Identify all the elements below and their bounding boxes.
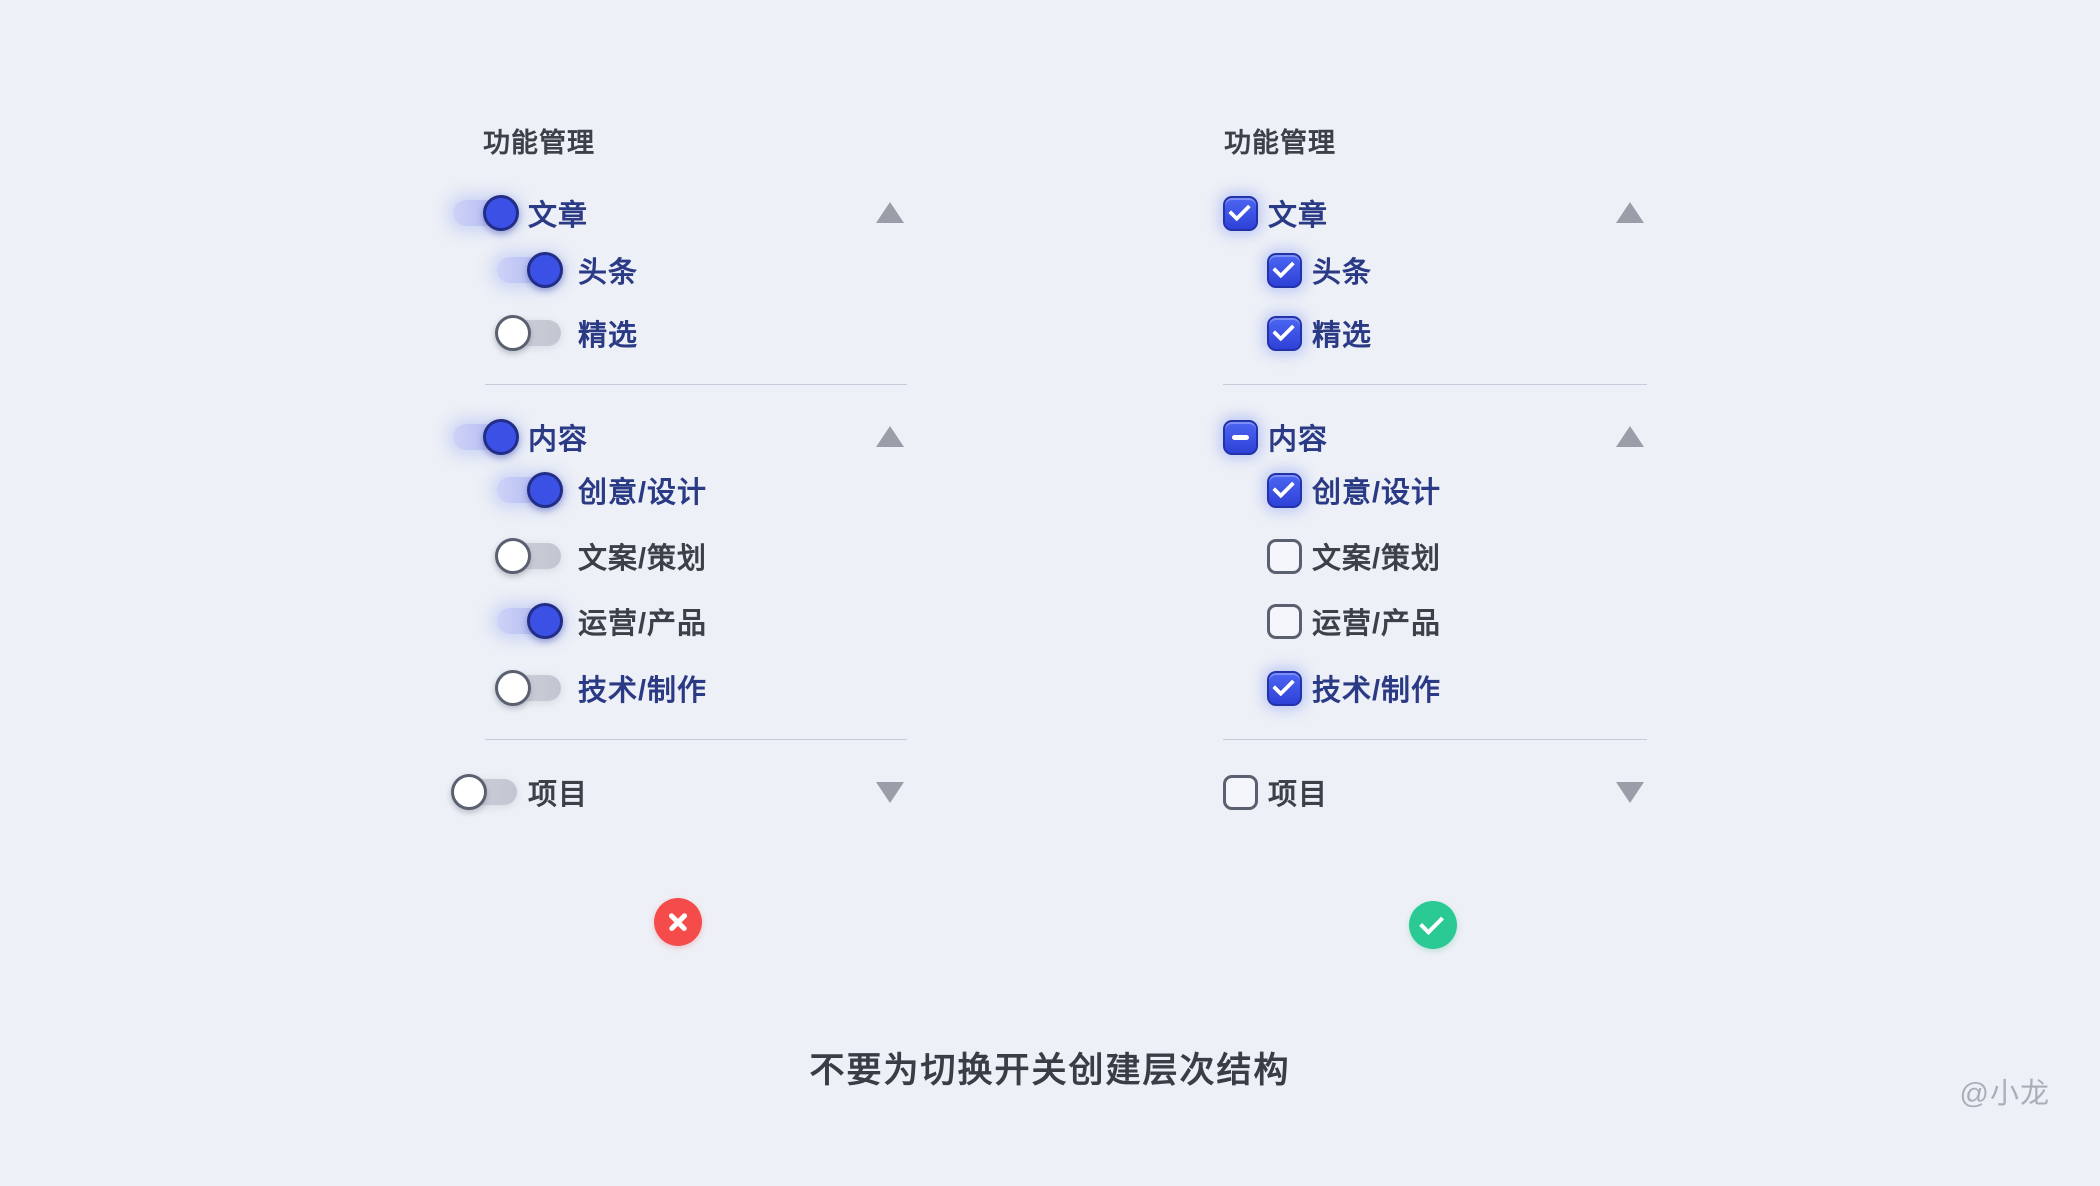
row-label: 创意/设计 xyxy=(578,477,708,509)
checkbox[interactable] xyxy=(1267,472,1302,508)
caret-down-icon[interactable] xyxy=(1616,782,1644,803)
checkbox[interactable] xyxy=(1223,774,1258,810)
left-row-copywriting-planning: 文案/策划 xyxy=(453,535,908,577)
left-row-articles: 文章 xyxy=(453,192,908,234)
toggle-switch[interactable] xyxy=(495,670,561,706)
row-label: 运营/产品 xyxy=(578,608,708,640)
check-mark-icon xyxy=(1271,673,1295,697)
caret-down-icon[interactable] xyxy=(876,782,904,803)
left-row-featured: 精选 xyxy=(453,312,908,354)
checkbox[interactable] xyxy=(1267,603,1302,639)
toggle-switch[interactable] xyxy=(497,472,563,508)
checkbox[interactable] xyxy=(1267,538,1302,574)
toggle-knob xyxy=(451,774,487,810)
right-row-operations-product: 运营/产品 xyxy=(1223,600,1647,642)
row-label: 头条 xyxy=(1312,257,1373,289)
caption-text: 不要为切换开关创建层次结构 xyxy=(809,1051,1291,1090)
toggle-knob xyxy=(495,670,531,706)
check-mark-icon xyxy=(1271,318,1295,342)
toggle-switch[interactable] xyxy=(497,603,563,639)
checkbox[interactable] xyxy=(1267,315,1302,351)
checkbox[interactable] xyxy=(1267,252,1302,288)
row-label: 头条 xyxy=(578,257,639,289)
row-label: 文案/策划 xyxy=(1312,543,1442,575)
checkbox[interactable] xyxy=(1223,195,1258,231)
toggle-switch[interactable] xyxy=(453,419,519,455)
minus-icon xyxy=(1232,434,1249,440)
right-row-creative-design: 创意/设计 xyxy=(1223,469,1647,511)
right-row-headlines: 头条 xyxy=(1223,249,1647,291)
right-row-content: 内容 xyxy=(1223,416,1647,458)
checkbox[interactable] xyxy=(1267,670,1302,706)
right-row-articles: 文章 xyxy=(1223,192,1647,234)
toggle-panel: 功能管理 文章 头条 精选 内容 创意/设计 文案/策划 xyxy=(451,0,908,880)
toggle-switch[interactable] xyxy=(497,252,563,288)
caret-up-icon[interactable] xyxy=(1616,202,1644,223)
toggle-knob xyxy=(495,315,531,351)
row-label: 项目 xyxy=(528,779,589,811)
panel-title: 功能管理 xyxy=(483,128,595,158)
row-label: 内容 xyxy=(1268,424,1329,456)
row-label: 文章 xyxy=(528,200,589,232)
caret-up-icon[interactable] xyxy=(876,426,904,447)
checkbox-indeterminate[interactable] xyxy=(1223,419,1258,455)
success-badge xyxy=(1409,901,1457,949)
toggle-knob xyxy=(495,538,531,574)
row-label: 技术/制作 xyxy=(578,675,708,707)
row-label: 项目 xyxy=(1268,779,1329,811)
caret-up-icon[interactable] xyxy=(1616,426,1644,447)
left-row-creative-design: 创意/设计 xyxy=(453,469,908,511)
panel-title: 功能管理 xyxy=(1224,128,1336,158)
toggle-switch[interactable] xyxy=(453,195,519,231)
divider xyxy=(485,739,907,740)
watermark: @小龙 xyxy=(1959,1078,2050,1110)
divider xyxy=(1223,384,1647,385)
check-mark-icon xyxy=(1271,475,1295,499)
row-label: 精选 xyxy=(1312,320,1373,352)
row-label: 文案/策划 xyxy=(578,543,708,575)
left-row-headlines: 头条 xyxy=(453,249,908,291)
row-label: 运营/产品 xyxy=(1312,608,1442,640)
caret-up-icon[interactable] xyxy=(876,202,904,223)
toggle-knob xyxy=(527,472,563,508)
row-label: 创意/设计 xyxy=(1312,477,1442,509)
check-mark-icon xyxy=(1227,198,1251,222)
right-row-copywriting-planning: 文案/策划 xyxy=(1223,535,1647,577)
toggle-knob xyxy=(483,195,519,231)
x-icon xyxy=(665,909,691,935)
divider xyxy=(1223,739,1647,740)
right-row-featured: 精选 xyxy=(1223,312,1647,354)
row-label: 内容 xyxy=(528,424,589,456)
left-row-operations-product: 运营/产品 xyxy=(453,600,908,642)
left-row-projects: 项目 xyxy=(451,771,908,813)
row-label: 文章 xyxy=(1268,200,1329,232)
row-label: 技术/制作 xyxy=(1312,675,1442,707)
toggle-switch[interactable] xyxy=(451,774,517,810)
row-label: 精选 xyxy=(578,320,639,352)
divider xyxy=(485,384,907,385)
error-badge xyxy=(654,898,702,946)
check-mark-icon xyxy=(1271,255,1295,279)
left-row-content: 内容 xyxy=(453,416,908,458)
right-row-projects: 项目 xyxy=(1223,771,1647,813)
check-icon xyxy=(1419,909,1444,935)
checkbox-panel: 功能管理 文章 头条 精选 内容 创意/设计 文案/策划 xyxy=(1223,0,1647,880)
toggle-knob xyxy=(483,419,519,455)
toggle-knob xyxy=(527,252,563,288)
toggle-switch[interactable] xyxy=(495,538,561,574)
right-row-tech-production: 技术/制作 xyxy=(1223,667,1647,709)
toggle-switch[interactable] xyxy=(495,315,561,351)
toggle-knob xyxy=(527,603,563,639)
left-row-tech-production: 技术/制作 xyxy=(453,667,908,709)
